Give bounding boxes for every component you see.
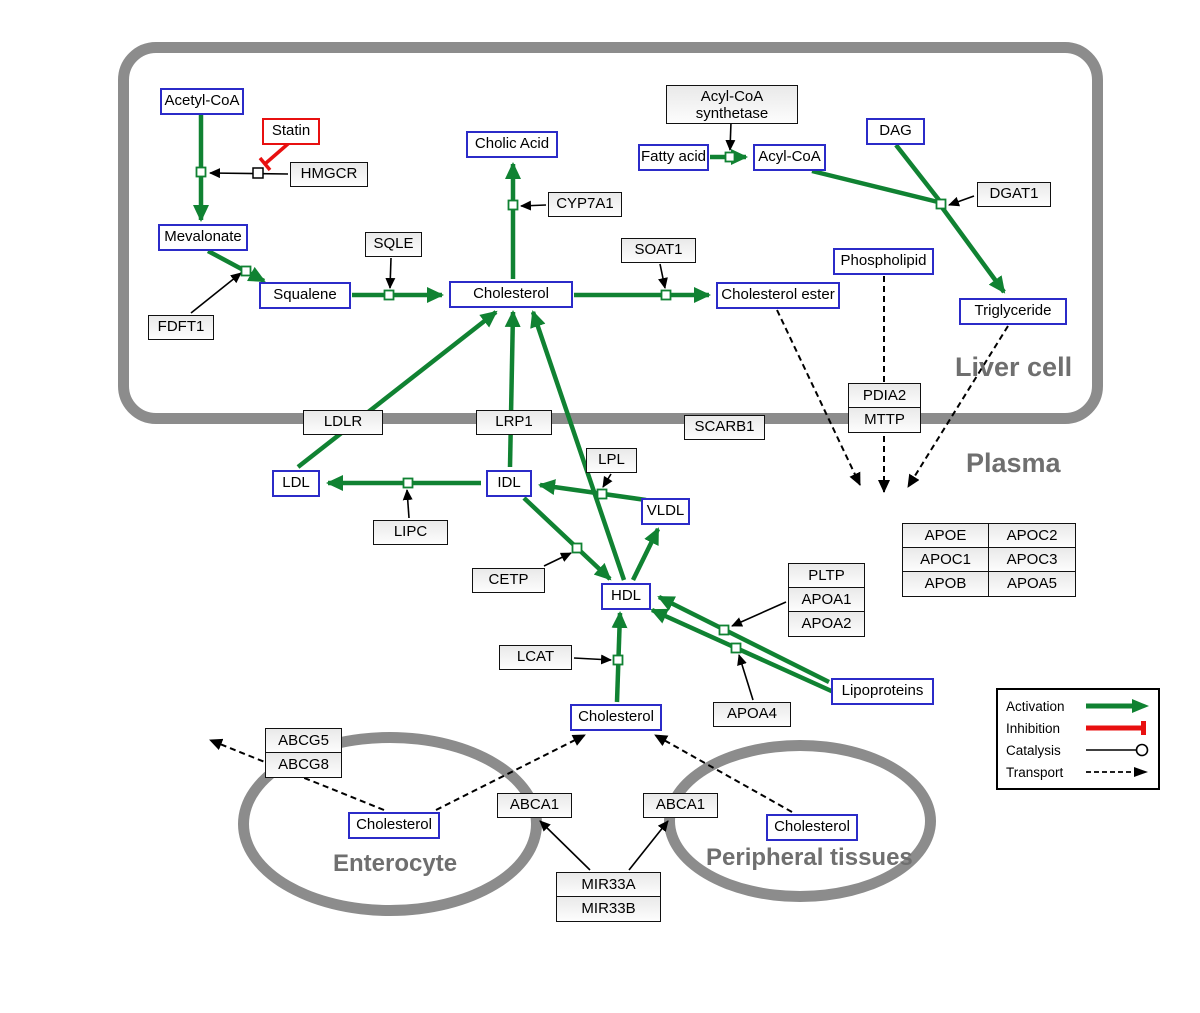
node-mevalonate[interactable]: Mevalonate	[158, 224, 248, 251]
node-fdft1[interactable]: FDFT1	[148, 315, 214, 340]
node-abca1-left[interactable]: ABCA1	[497, 793, 572, 818]
node-squalene[interactable]: Squalene	[259, 282, 351, 309]
legend-inhibition-label: Inhibition	[1006, 720, 1061, 736]
node-abca1-right[interactable]: ABCA1	[643, 793, 718, 818]
legend-row-catalysis: Catalysis	[1006, 739, 1150, 761]
node-mir33b[interactable]: MIR33B	[557, 897, 660, 921]
legend: Activation Inhibition Catalysis Transpor…	[996, 688, 1160, 790]
node-hdl[interactable]: HDL	[601, 583, 651, 610]
node-fatty-acid[interactable]: Fatty acid	[638, 144, 709, 171]
node-apob[interactable]: APOB	[903, 572, 989, 596]
liver-cell-label: Liver cell	[955, 352, 1073, 382]
node-acyl-coa-synthetase[interactable]: Acyl-CoA synthetase	[666, 85, 798, 124]
node-statin[interactable]: Statin	[262, 118, 320, 145]
plasma-label: Plasma	[966, 448, 1061, 478]
node-cholesterol-peripheral[interactable]: Cholesterol	[766, 814, 858, 841]
catalysis-line-icon	[1086, 743, 1149, 757]
node-pltp[interactable]: PLTP	[789, 564, 864, 588]
node-acetyl-coa[interactable]: Acetyl-CoA	[160, 88, 244, 115]
node-cetp[interactable]: CETP	[472, 568, 545, 593]
node-ldl[interactable]: LDL	[272, 470, 320, 497]
legend-activation-label: Activation	[1006, 698, 1065, 714]
node-mttp[interactable]: MTTP	[849, 408, 920, 432]
node-cyp7a1[interactable]: CYP7A1	[548, 192, 622, 217]
node-hmgcr[interactable]: HMGCR	[290, 162, 368, 187]
node-lipc[interactable]: LIPC	[373, 520, 448, 545]
node-abcg8[interactable]: ABCG8	[266, 753, 341, 777]
transport-arrow-icon	[1086, 767, 1148, 777]
legend-catalysis-label: Catalysis	[1006, 742, 1061, 758]
node-group-pltp-apoa1-apoa2[interactable]: PLTP APOA1 APOA2	[788, 563, 865, 637]
node-group-mir33[interactable]: MIR33A MIR33B	[556, 872, 661, 922]
node-dgat1[interactable]: DGAT1	[977, 182, 1051, 207]
node-pdia2[interactable]: PDIA2	[849, 384, 920, 408]
inhibition-tee-icon	[1086, 721, 1146, 735]
enterocyte-label: Enterocyte	[333, 850, 458, 877]
node-lipoproteins[interactable]: Lipoproteins	[831, 678, 934, 705]
node-apoa1[interactable]: APOA1	[789, 588, 864, 612]
legend-row-activation: Activation	[1006, 695, 1150, 717]
node-lcat[interactable]: LCAT	[499, 645, 572, 670]
node-apoe[interactable]: APOE	[903, 524, 989, 548]
node-group-apolipoproteins[interactable]: APOE APOC2 APOC1 APOC3 APOB APOA5	[902, 523, 1076, 597]
node-soat1[interactable]: SOAT1	[621, 238, 696, 263]
node-lrp1[interactable]: LRP1	[476, 410, 552, 435]
node-apoa5[interactable]: APOA5	[989, 572, 1075, 596]
node-lpl[interactable]: LPL	[586, 448, 637, 473]
node-apoa4[interactable]: APOA4	[713, 702, 791, 727]
reaction-nodes	[195, 151, 947, 666]
node-dag[interactable]: DAG	[866, 118, 925, 145]
node-sqle[interactable]: SQLE	[365, 232, 422, 257]
liver-cell-membrane	[118, 42, 1103, 424]
node-apoc1[interactable]: APOC1	[903, 548, 989, 572]
node-idl[interactable]: IDL	[486, 470, 532, 497]
node-phospholipid[interactable]: Phospholipid	[833, 248, 934, 275]
node-cholesterol-liver[interactable]: Cholesterol	[449, 281, 573, 308]
node-apoc3[interactable]: APOC3	[989, 548, 1075, 572]
legend-row-inhibition: Inhibition	[1006, 717, 1150, 739]
enterocyte-membrane	[238, 732, 542, 916]
node-mir33a[interactable]: MIR33A	[557, 873, 660, 897]
catalysis-edges	[190, 121, 975, 871]
node-vldl[interactable]: VLDL	[641, 498, 690, 525]
activation-arrow-icon	[1086, 699, 1149, 713]
legend-transport-label: Transport	[1006, 764, 1064, 780]
peripheral-tissues-label: Peripheral tissues	[706, 844, 913, 871]
node-cholesterol-plasma[interactable]: Cholesterol	[570, 704, 662, 731]
peripheral-tissues-membrane	[664, 740, 936, 902]
node-cholic-acid[interactable]: Cholic Acid	[466, 131, 558, 158]
node-apoa2[interactable]: APOA2	[789, 612, 864, 636]
node-group-abcg5-abcg8[interactable]: ABCG5 ABCG8	[265, 728, 342, 778]
node-cholesterol-enterocyte[interactable]: Cholesterol	[348, 812, 440, 839]
inhibition-edge-statin	[258, 141, 291, 172]
node-group-pdia2-mttp[interactable]: PDIA2 MTTP	[848, 383, 921, 433]
transport-edges	[209, 276, 1009, 813]
node-apoc2[interactable]: APOC2	[989, 524, 1075, 548]
node-cholesterol-ester[interactable]: Cholesterol ester	[716, 282, 840, 309]
node-scarb1[interactable]: SCARB1	[684, 415, 765, 440]
node-ldlr[interactable]: LDLR	[303, 410, 383, 435]
node-triglyceride[interactable]: Triglyceride	[959, 298, 1067, 325]
node-abcg5[interactable]: ABCG5	[266, 729, 341, 753]
node-acyl-coa[interactable]: Acyl-CoA	[753, 144, 826, 171]
legend-row-transport: Transport	[1006, 761, 1150, 783]
